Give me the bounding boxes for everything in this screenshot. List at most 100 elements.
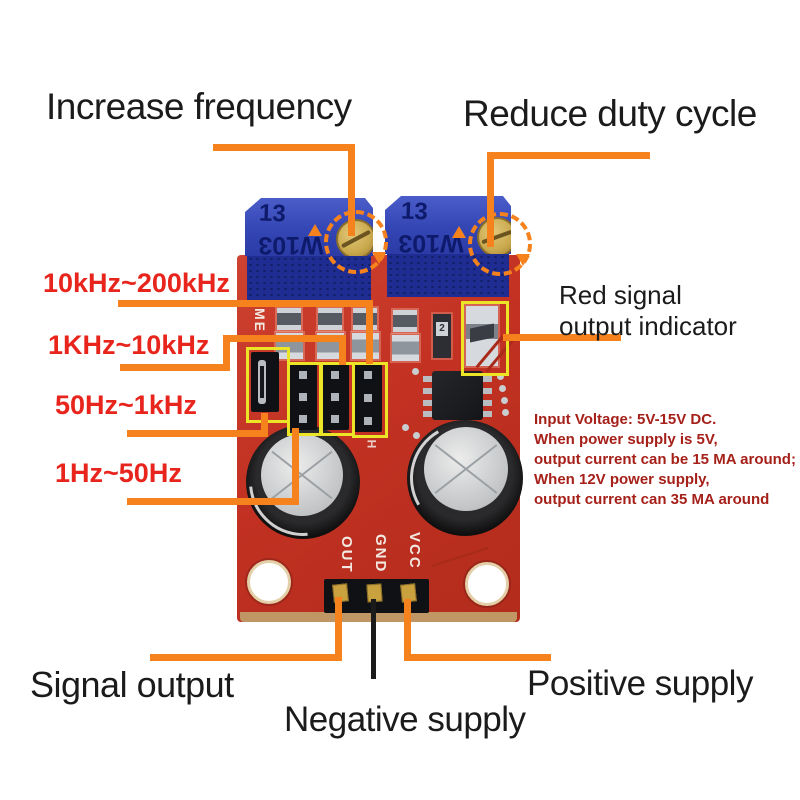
callout-line-range1 xyxy=(120,364,230,371)
mounting-hole-right xyxy=(465,562,509,606)
power-note-line: When power supply is 5V, xyxy=(534,431,718,448)
rotation-arrow-down xyxy=(516,254,530,266)
label-led-line1: Red signal xyxy=(559,280,682,310)
power-note-line: When 12V power supply, xyxy=(534,471,710,488)
label-led-line2: output indicator xyxy=(559,311,737,341)
callout-line-increase-freq xyxy=(213,144,355,151)
callout-line-range3 xyxy=(127,498,299,505)
solder-dot xyxy=(413,432,420,439)
pot-marking-13: 13 xyxy=(258,199,287,228)
mounting-hole-left xyxy=(247,560,291,604)
freq-header-3 xyxy=(354,364,382,432)
header-pin xyxy=(331,371,339,379)
header-pin xyxy=(364,417,372,425)
smd-capacitor xyxy=(353,308,377,330)
pcb-bottom-edge xyxy=(240,612,517,622)
callout-line-out xyxy=(150,654,342,661)
freq-header-2 xyxy=(321,364,349,430)
solder-dot xyxy=(501,397,508,404)
callout-line-range2 xyxy=(127,430,268,437)
callout-line-out xyxy=(335,597,342,661)
callout-line-range1 xyxy=(223,335,230,371)
label-range-1-50: 1Hz~50Hz xyxy=(55,458,182,488)
silkscreen-mid-text: H xyxy=(364,439,379,451)
callout-line-reduce-duty xyxy=(487,152,650,159)
ic-lead xyxy=(423,388,432,394)
label-range-1k-10k: 1KHz~10kHz xyxy=(48,330,210,360)
header-pin xyxy=(364,371,372,379)
timer-ic xyxy=(432,371,483,420)
power-note-line: output current can be 15 MA around; xyxy=(534,451,796,468)
callout-line-vcc xyxy=(404,599,411,661)
callout-line-reduce-duty xyxy=(487,152,494,247)
smd-marking-face: 2 xyxy=(436,322,448,336)
label-range-10k-200k: 10kHz~200kHz xyxy=(43,268,230,298)
rotation-arrow-up xyxy=(308,224,322,236)
pot-marking-13: 13 xyxy=(400,197,429,226)
silkscreen-gnd: GND xyxy=(372,534,389,574)
power-note-line: output current can 35 MA around xyxy=(534,491,770,508)
smd-resistor xyxy=(352,333,379,359)
smd-resistor xyxy=(392,335,419,361)
callout-line-increase-freq xyxy=(348,144,355,236)
highlight-jumper-box xyxy=(246,347,290,423)
ic-lead xyxy=(423,411,432,417)
callout-line-range0 xyxy=(366,300,373,364)
header-pin xyxy=(331,415,339,423)
label-increase-frequency: Increase frequency xyxy=(46,86,352,127)
solder-dot xyxy=(502,409,509,416)
capacitor-left xyxy=(226,405,380,559)
ic-lead xyxy=(483,411,492,417)
ic-lead xyxy=(423,376,432,382)
smd-capacitor xyxy=(277,308,301,330)
smd-capacitor xyxy=(318,308,342,330)
label-led-indicator: Red signal output indicator xyxy=(559,280,737,342)
highlight-header2-box xyxy=(319,362,355,436)
smd-component-marked: 2 xyxy=(433,314,451,358)
callout-line-vcc xyxy=(404,654,551,661)
silkscreen-left-text: ME xyxy=(252,308,268,333)
callout-line-range1 xyxy=(223,335,346,342)
callout-line-range3 xyxy=(292,428,299,505)
solder-dot xyxy=(412,368,419,375)
ic-lead xyxy=(423,400,432,406)
label-range-50-1k: 50Hz~1kHz xyxy=(55,390,197,420)
smd-capacitor xyxy=(393,310,417,332)
callout-line-range0 xyxy=(118,300,373,307)
callout-line-range2 xyxy=(261,413,268,437)
jumper-slot-pin xyxy=(260,366,264,398)
rotation-indicator-right xyxy=(468,212,532,276)
ic-lead xyxy=(483,376,492,382)
power-note-line: Input Voltage: 5V-15V DC. xyxy=(534,411,717,428)
header-pin xyxy=(299,371,307,379)
label-reduce-duty-cycle: Reduce duty cycle xyxy=(463,93,757,134)
power-note: Input Voltage: 5V-15V DC. When power sup… xyxy=(534,410,796,510)
rotation-indicator-left xyxy=(324,210,388,274)
label-positive-supply: Positive supply xyxy=(527,664,753,703)
label-signal-output: Signal output xyxy=(30,664,234,705)
ic-lead xyxy=(483,388,492,394)
freq-header-1 xyxy=(289,364,317,430)
header-pin xyxy=(331,393,339,401)
capacitor-right xyxy=(397,410,533,546)
rotation-arrow-up xyxy=(452,226,466,238)
highlight-header1-box xyxy=(287,362,323,436)
jumper-cap xyxy=(251,352,279,412)
ic-lead xyxy=(483,400,492,406)
silkscreen-out: OUT xyxy=(338,536,355,574)
led-indicator xyxy=(466,306,498,366)
rotation-arrow-down xyxy=(372,252,386,264)
highlight-led-box xyxy=(461,301,509,376)
solder-dot xyxy=(497,373,504,380)
highlight-header3-box xyxy=(352,362,388,438)
silkscreen-vcc: VCC xyxy=(406,532,423,570)
header-pin xyxy=(364,394,372,402)
label-negative-supply: Negative supply xyxy=(284,700,526,739)
solder-dot xyxy=(499,385,506,392)
solder-dot xyxy=(402,424,409,431)
callout-line-range1 xyxy=(339,335,346,365)
header-pin xyxy=(299,415,307,423)
pot-frequency-side xyxy=(247,256,371,302)
callout-line-gnd xyxy=(371,599,376,679)
